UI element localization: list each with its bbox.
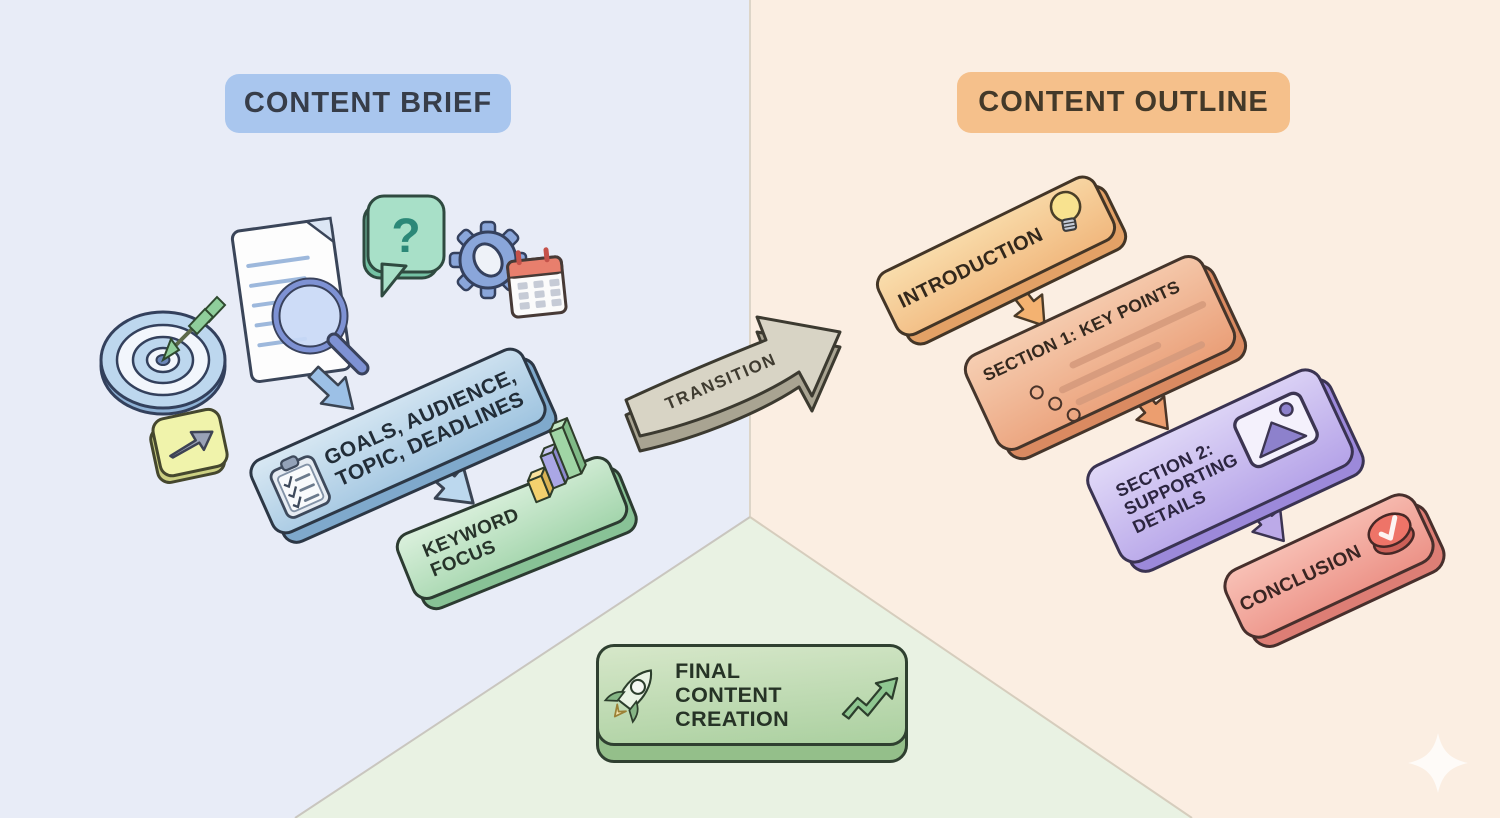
final-content-label: FINAL CONTENT CREATION (675, 658, 790, 732)
check-circle-icon (1367, 512, 1415, 556)
rocket-icon (603, 669, 653, 724)
bullet-dot (1027, 383, 1047, 402)
content-outline-header-label: CONTENT OUTLINE (978, 86, 1269, 118)
keyword-focus-node-face: KEYWORD FOCUS (390, 417, 634, 605)
right-floor-divider (749, 516, 1193, 818)
transition-arrow-shape (624, 315, 842, 453)
forward-arrow-tile-icon (149, 407, 229, 484)
question-mark-glyph: ? (391, 210, 420, 263)
content-outline-header: CONTENT OUTLINE (957, 72, 1290, 133)
conclusion-node-face: CONCLUSION (1216, 486, 1442, 646)
sparkle-icon (1408, 733, 1468, 793)
final-content-node: FINAL CONTENT CREATION (596, 644, 908, 763)
clipboard-icon (269, 455, 332, 519)
transition-arrow: TRANSITION (616, 288, 868, 460)
bullet-dot (1045, 394, 1065, 413)
goals-node-face: GOALS, AUDIENCE, TOPIC, DEADLINES (244, 342, 552, 540)
conclusion-node: CONCLUSION (1216, 486, 1453, 655)
target-icon (99, 295, 227, 416)
section2-node: SECTION 2: SUPPORTING DETAILS (1080, 362, 1371, 579)
lightbulb-icon (1049, 190, 1082, 232)
keyword-focus-node: KEYWORD FOCUS (390, 417, 643, 616)
final-content-node-face: FINAL CONTENT CREATION (596, 644, 908, 746)
content-brief-header-label: CONTENT BRIEF (243, 87, 493, 119)
arrow-document-to-goals (307, 365, 355, 410)
image-icon (1232, 391, 1319, 469)
introduction-node-face: INTRODUCTION (870, 170, 1122, 342)
bar-chart-icon (526, 417, 587, 504)
left-floor-divider (294, 516, 751, 818)
growth-arrow-icon (842, 677, 899, 720)
content-brief-header: CONTENT BRIEF (225, 74, 511, 133)
document-search-icon (230, 216, 370, 384)
introduction-node: INTRODUCTION (870, 170, 1133, 351)
section2-node-face: SECTION 2: SUPPORTING DETAILS (1080, 362, 1360, 570)
gear-calendar-icon (448, 220, 568, 319)
question-bubble-icon: ? (362, 194, 446, 298)
goals-node: GOALS, AUDIENCE, TOPIC, DEADLINES (244, 342, 563, 549)
